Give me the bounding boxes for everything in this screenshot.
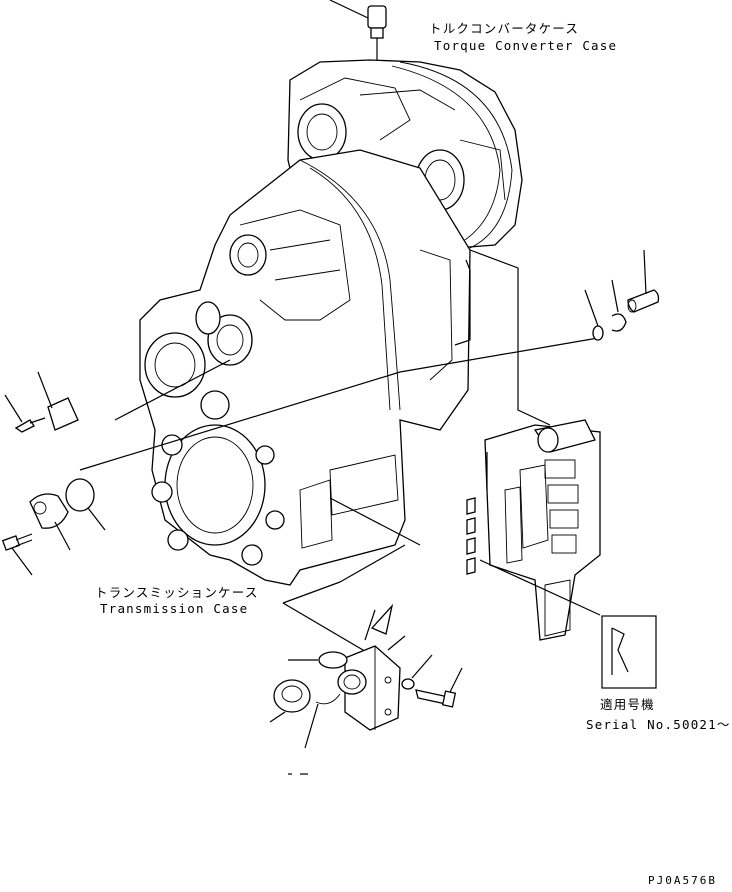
top-sensor-plug [329, 0, 387, 80]
leader-lines [79, 249, 599, 661]
drawing-code: PJ0A576B [648, 874, 717, 887]
label-transmission-jp: トランスミッションケース [95, 585, 259, 600]
bolt-and-washer [401, 654, 463, 708]
label-applicable-model: 適用号機 [600, 697, 655, 712]
label-serial-number: Serial No.50021〜 [586, 717, 731, 732]
pin-and-rings [584, 249, 660, 341]
serial-marker [601, 615, 657, 689]
label-torque-converter-jp: トルクコンバータケース [429, 21, 580, 36]
filter-housing [269, 603, 406, 775]
transmission-case [139, 149, 471, 586]
control-valve [466, 419, 601, 641]
cover-plate [4, 371, 79, 433]
label-torque-converter-en: Torque Converter Case [434, 38, 618, 53]
side-cover [1, 493, 71, 576]
gasket [65, 478, 106, 531]
label-transmission-en: Transmission Case [100, 601, 249, 616]
